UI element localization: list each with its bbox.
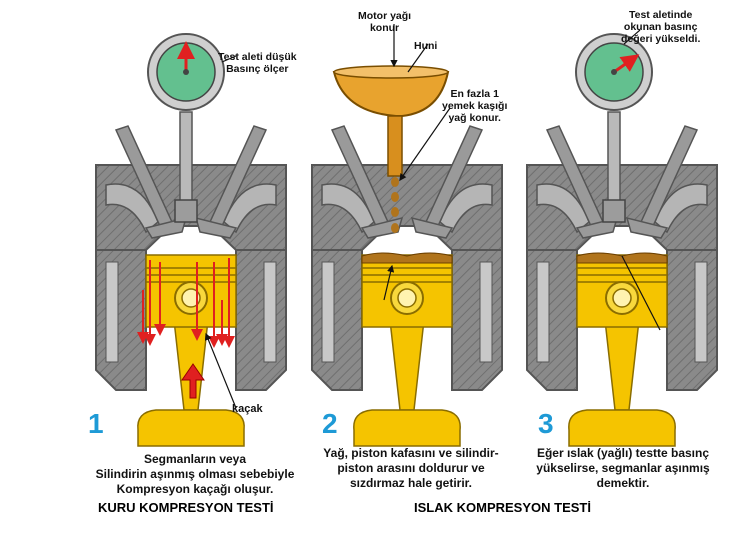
panel-3-pointer	[621, 255, 661, 331]
gauge-high-pointer	[623, 29, 641, 45]
gauge-low-pivot	[183, 69, 189, 75]
gauge-high-adapter	[602, 199, 626, 223]
upward-force-arrow	[181, 363, 205, 399]
gauge-low-pointer	[221, 55, 237, 63]
panel-3-oil-layer	[576, 252, 668, 264]
panel-3-exhaust-valve-head	[625, 216, 669, 239]
panel-1-number: 1	[88, 408, 104, 439]
panel-1-intake-valve-head	[144, 216, 188, 239]
panel-2-piston-pin-bore	[397, 288, 417, 308]
gauge-high-needle	[613, 54, 640, 74]
panel-2-rod-big-end	[353, 409, 461, 447]
funnel-spout	[387, 115, 403, 177]
motor-oil-label: Motor yağı konur	[358, 10, 412, 34]
gauge-high-stem	[607, 111, 621, 205]
panel-2-cylinder-wall-left	[311, 249, 363, 391]
panel-3-rod-big-end	[568, 409, 676, 447]
max-spoon-label: En fazla 1 yemek kaşığı yağ konur.	[442, 88, 508, 124]
panel-2-number: 2	[322, 408, 338, 439]
gauge-high-pivot	[611, 69, 617, 75]
panel-3-caption: Eğer ıslak (yağlı) testte basınç yükseli…	[536, 446, 710, 490]
panel-3-cylinder-wall-left	[526, 249, 578, 391]
panel-2-caption: Yağ, piston kafasını ve silindir- piston…	[323, 446, 499, 490]
panel-1-rod-big-end	[137, 409, 245, 447]
dry-test-title: KURU KOMPRESYON TESTİ	[98, 500, 274, 515]
spoon-pointer	[399, 107, 451, 181]
panel-2-coolant-channel-right	[479, 261, 493, 363]
engine-panel-1	[95, 125, 287, 447]
panel-2-oil-layer	[361, 252, 453, 264]
gauge-high-label: Test aletinde okunan basınç değeri yükse…	[621, 9, 701, 45]
panel-3-number: 3	[538, 408, 554, 439]
funnel-label: Huni	[414, 40, 438, 52]
panel-2-exhaust-valve-head	[410, 216, 454, 239]
panel-3-cylinder-wall-right	[666, 249, 718, 391]
panel-3-connecting-rod	[604, 319, 640, 411]
panel-2-intake-valve-head	[360, 216, 404, 239]
oil-pointer-2	[383, 264, 395, 301]
engine-panel-3	[526, 125, 718, 447]
panel-1-cylinder-wall-left	[95, 249, 147, 391]
panel-1-caption: Segmanların veya Silindirin aşınmış olma…	[95, 452, 295, 496]
oil-drop-2	[391, 192, 399, 202]
funnel-pointer	[407, 43, 429, 73]
gauge-3	[575, 33, 653, 223]
oil-drop-3	[391, 207, 399, 217]
gauge-low-adapter	[174, 199, 198, 223]
oil-drop-4	[391, 223, 399, 233]
panel-2-cylinder-wall-right	[451, 249, 503, 391]
leak-label: kaçak	[232, 403, 263, 415]
oil-drop-1	[391, 177, 399, 187]
panel-2-coolant-channel-left	[321, 261, 335, 363]
gauge-low-label: Test aleti düşük Basınç ölçer	[218, 51, 297, 75]
panel-3-piston-pin-bore	[612, 288, 632, 308]
panel-1-piston-pin-bore	[181, 288, 201, 308]
panel-1-cylinder-wall-right	[235, 249, 287, 391]
panel-2-connecting-rod	[389, 319, 425, 411]
panel-3-coolant-channel-left	[536, 261, 550, 363]
panel-1-coolant-channel-right	[263, 261, 277, 363]
funnel-rim	[333, 65, 449, 79]
leak-pointer-line	[204, 332, 237, 409]
leak-arrows	[137, 258, 235, 348]
panel-3-coolant-channel-right	[694, 261, 708, 363]
panel-1-coolant-channel-left	[105, 261, 119, 363]
gauge-1	[147, 33, 225, 223]
panel-1-exhaust-valve-head	[194, 216, 238, 239]
wet-test-title: ISLAK KOMPRESYON TESTİ	[414, 500, 591, 515]
engine-panel-2	[311, 125, 503, 447]
gauge-low-stem	[179, 111, 193, 205]
